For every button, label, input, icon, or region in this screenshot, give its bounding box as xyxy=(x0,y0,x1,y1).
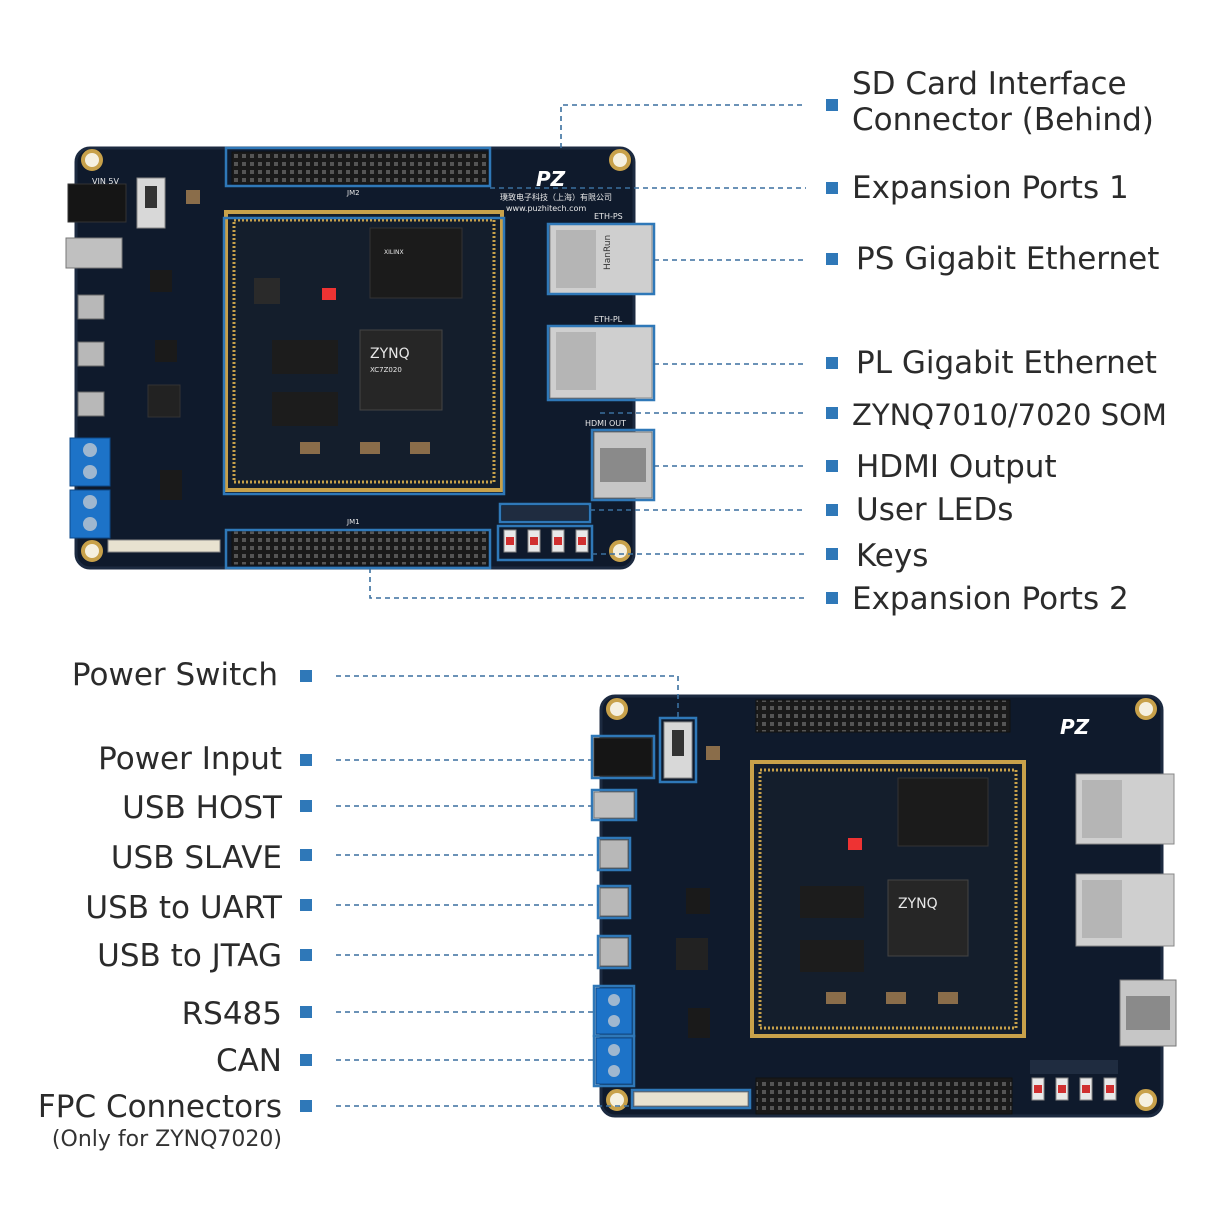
usb-host-port xyxy=(65,237,123,269)
zynq-chip xyxy=(359,329,443,411)
label-sd-card-line2: Connector (Behind) xyxy=(852,102,1154,138)
label-zynq-som: ZYNQ7010/7020 SOM xyxy=(852,398,1167,432)
jm2-silk: JM2 xyxy=(346,189,360,197)
label-sd-card: SD Card Interface Connector (Behind) xyxy=(852,66,1154,138)
svg-text:ZYNQ: ZYNQ xyxy=(898,896,938,912)
flash-chip xyxy=(800,886,864,918)
flash-chip xyxy=(272,340,338,374)
label-pl-gigabit-ethernet: PL Gigabit Ethernet xyxy=(856,345,1157,381)
micro-usb xyxy=(599,937,629,967)
label-usb-slave: USB SLAVE xyxy=(110,840,282,876)
micro-usb xyxy=(77,341,105,367)
pz-logo: PZ xyxy=(536,167,566,191)
label-hdmi-output: HDMI Output xyxy=(856,449,1057,485)
usb-host-port xyxy=(593,791,635,819)
label-sd-card-line1: SD Card Interface xyxy=(852,66,1127,102)
power-jack xyxy=(593,737,653,777)
svg-text:XILINX: XILINX xyxy=(384,249,404,256)
micro-usb xyxy=(77,294,105,320)
bottom-board: PZ ZYNQ xyxy=(593,694,1177,1118)
top-board: JM2 JM1 PZ 璞致电子科技（上海）有限公司 www.puzhitech.… xyxy=(65,146,653,570)
jm1-silk: JM1 xyxy=(346,518,360,526)
zynq-part: XC7Z020 xyxy=(370,366,402,374)
zynq-label: ZYNQ xyxy=(370,346,410,362)
eth-ps-silk: ETH-PS xyxy=(594,212,623,221)
flash-chip xyxy=(800,940,864,972)
label-rs485: RS485 xyxy=(181,996,282,1032)
vin-silk: VIN 5V xyxy=(92,177,119,186)
label-ps-gigabit-ethernet: PS Gigabit Ethernet xyxy=(856,241,1160,277)
top-callout-boxes xyxy=(222,146,656,570)
label-expansion-ports-2: Expansion Ports 2 xyxy=(852,581,1129,617)
label-can: CAN xyxy=(215,1043,282,1079)
label-expansion-ports-1: Expansion Ports 1 xyxy=(852,170,1129,206)
pz-logo: PZ xyxy=(1060,715,1090,739)
flash-chip xyxy=(272,392,338,426)
label-usb-to-jtag: USB to JTAG xyxy=(97,938,282,974)
top-bullets xyxy=(826,99,838,604)
website-silk: www.puzhitech.com xyxy=(506,204,586,213)
label-fpc-note: (Only for ZYNQ7020) xyxy=(51,1127,282,1152)
mount-hole xyxy=(609,149,631,171)
micro-usb xyxy=(77,391,105,417)
ddr-chip xyxy=(897,777,989,847)
bottom-leaders xyxy=(336,675,679,1107)
hanrun-silk: HanRun xyxy=(603,235,613,270)
expansion-header-2 xyxy=(231,530,489,566)
bottom-callout-boxes xyxy=(590,716,752,1110)
label-keys: Keys xyxy=(856,538,929,574)
label-usb-host: USB HOST xyxy=(122,790,282,826)
company-silk: 璞致电子科技（上海）有限公司 xyxy=(500,192,612,202)
fpc-connector xyxy=(633,1091,749,1107)
label-power-input: Power Input xyxy=(98,741,282,777)
expansion-header-2 xyxy=(755,1077,1013,1115)
expansion-header-1 xyxy=(755,699,1011,733)
zynq-chip xyxy=(887,879,969,957)
micro-usb xyxy=(599,839,629,869)
top-leaders xyxy=(369,104,806,599)
label-usb-to-uart: USB to UART xyxy=(85,890,282,926)
hdmi-silk: HDMI OUT xyxy=(585,419,626,428)
label-power-switch: Power Switch xyxy=(71,657,278,693)
bottom-bullets xyxy=(300,670,312,1112)
micro-usb xyxy=(599,887,629,917)
mount-hole xyxy=(609,540,631,562)
expansion-header-1 xyxy=(231,151,489,185)
mount-hole xyxy=(81,540,103,562)
mount-hole xyxy=(81,149,103,171)
power-jack xyxy=(67,183,127,223)
ddr-chip xyxy=(369,227,463,299)
label-fpc-connectors: FPC Connectors xyxy=(37,1089,282,1125)
eth-pl-silk: ETH-PL xyxy=(594,315,623,324)
label-user-leds: User LEDs xyxy=(856,492,1014,528)
fpc-connector xyxy=(107,539,221,553)
